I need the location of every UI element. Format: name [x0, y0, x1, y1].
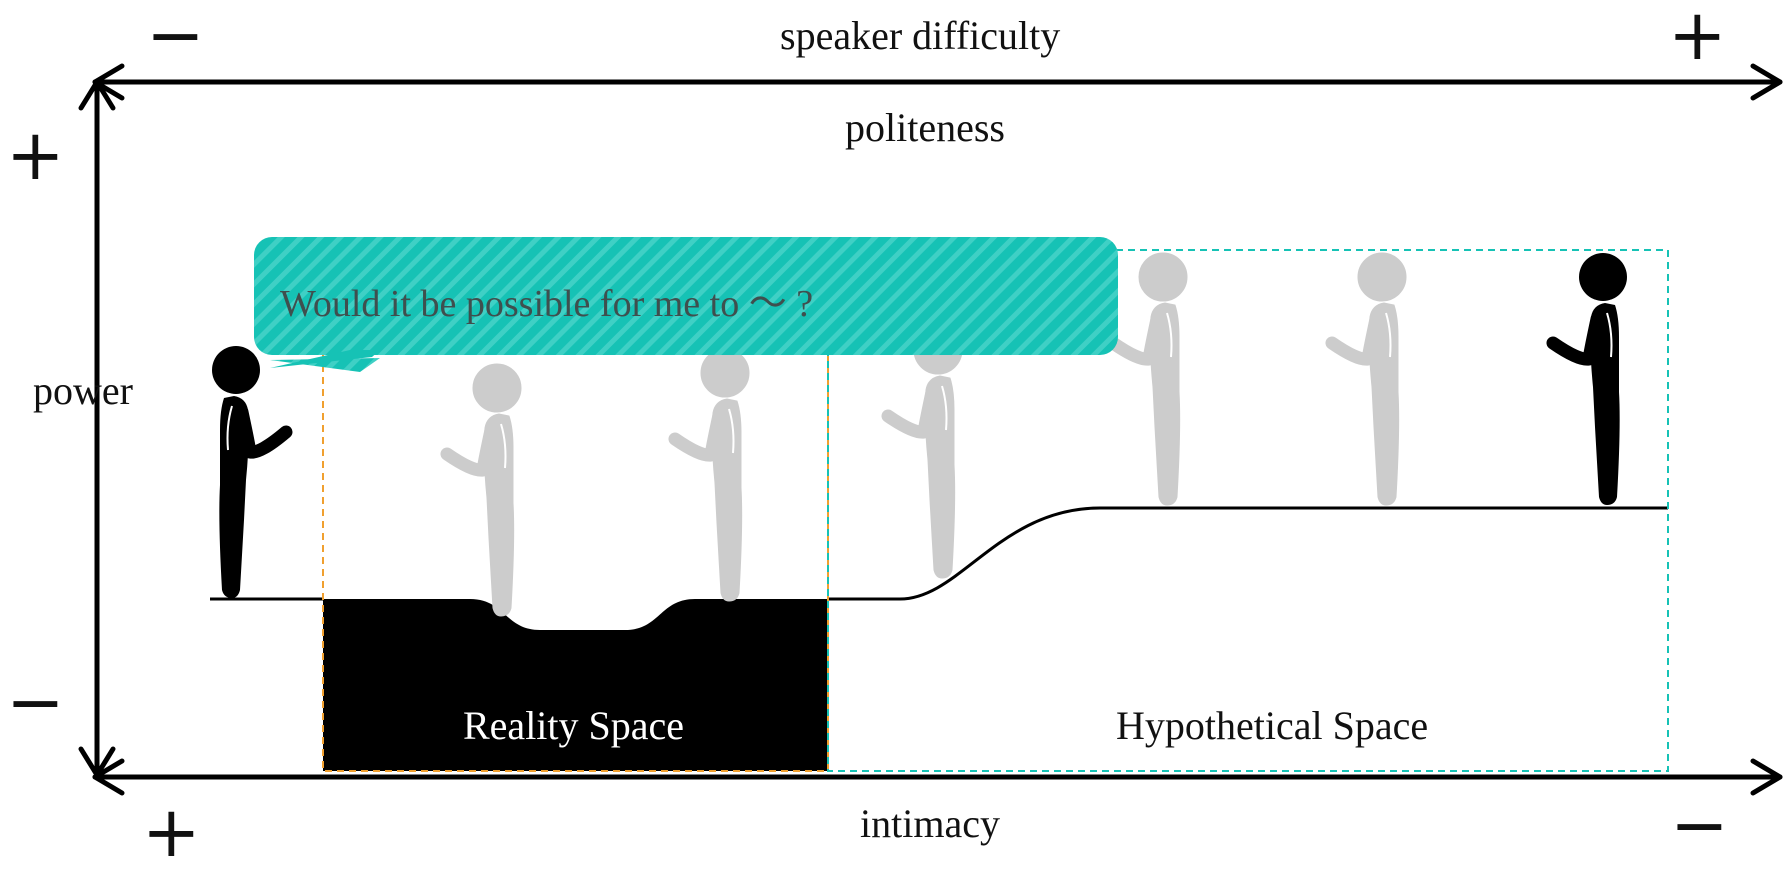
- top-left-minus-sign: −: [146, 0, 205, 76]
- person-speaking-icon: [212, 346, 293, 598]
- person-ghost-icon: [881, 325, 963, 579]
- person-ghost-icon: [1106, 252, 1188, 506]
- person-ghost-icon: [440, 363, 522, 617]
- speech-bubble-text: Would it be possible for me to 〜 ?: [280, 283, 814, 325]
- bottom-axis-arrow: [92, 758, 1783, 796]
- person-ghost-icon: [668, 348, 750, 602]
- left-top-plus-sign: +: [6, 114, 65, 196]
- hypothetical-space-box: [827, 249, 1669, 772]
- speech-bubble: [254, 237, 1118, 372]
- left-axis-arrow: [78, 79, 116, 778]
- reality-space-fill: [323, 599, 828, 771]
- left-bottom-minus-sign: −: [6, 661, 65, 743]
- politeness-title: politeness: [845, 105, 1005, 150]
- bottom-axis-title: intimacy: [860, 801, 1000, 846]
- hypothetical-space-label: Hypothetical Space: [1116, 703, 1429, 748]
- reality-space-label: Reality Space: [463, 703, 685, 748]
- top-axis-title: speaker difficulty: [780, 13, 1061, 58]
- top-axis-arrow: [92, 63, 1783, 101]
- top-right-plus-sign: +: [1668, 0, 1727, 76]
- person-ghost-icon: [1325, 252, 1407, 506]
- bottom-right-minus-sign: −: [1670, 784, 1729, 866]
- hypothetical-terrain-line: [828, 506, 1668, 601]
- bottom-left-plus-sign: +: [142, 791, 201, 873]
- left-axis-title: power: [33, 368, 133, 413]
- person-listening-icon: [1546, 253, 1627, 505]
